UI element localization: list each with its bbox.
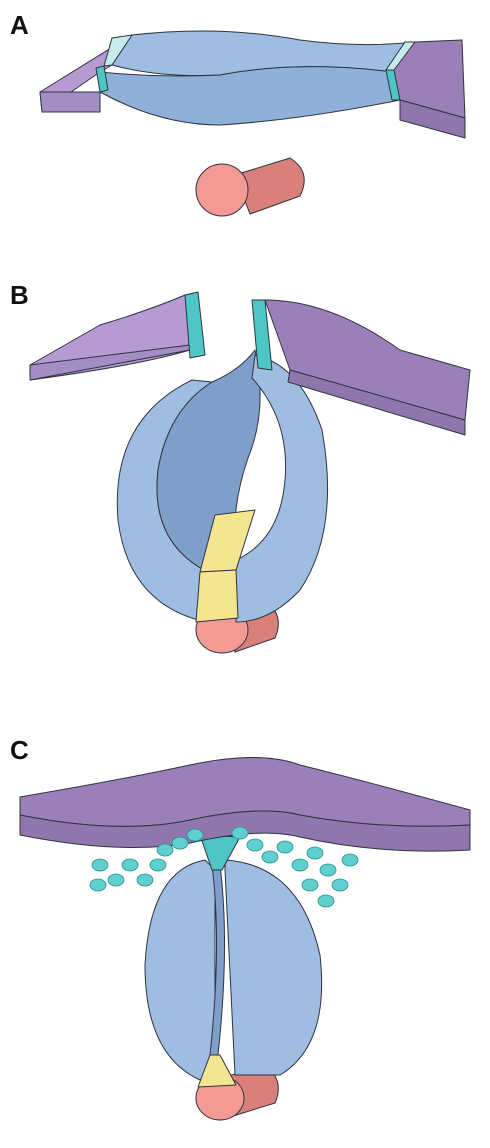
neural-crest-cell — [277, 841, 293, 853]
neural-crest-cell — [90, 879, 106, 891]
neural-crest-cell — [318, 895, 334, 907]
neural-crest-cell — [292, 859, 308, 871]
neural-crest-cell — [232, 827, 248, 839]
neural-tube-left — [145, 860, 215, 1080]
neural-crest-cell — [332, 879, 348, 891]
neural-plate-front — [100, 67, 400, 125]
neural-crest-cell — [92, 859, 108, 871]
neural-crest-cell — [157, 844, 173, 856]
notochord-end — [196, 164, 248, 216]
panel-c: C — [0, 725, 490, 1148]
neural-tube-diagram — [0, 725, 490, 1148]
panel-b: B — [0, 270, 490, 710]
epidermis-left-edge — [40, 92, 100, 112]
neural-crest-cell — [320, 864, 336, 876]
neural-crest-cell — [137, 874, 153, 886]
neural-crest-cell — [302, 879, 318, 891]
neural-crest-cell — [187, 829, 203, 841]
neural-crest-cell — [307, 847, 323, 859]
neural-crest-cell — [108, 874, 124, 886]
neural-plate-diagram — [0, 0, 490, 260]
neural-fold-diagram — [0, 270, 490, 710]
neural-tube-right — [225, 860, 322, 1075]
neural-crest-cell — [150, 859, 166, 871]
neural-crest-cell — [342, 854, 358, 866]
border-cells-left — [96, 66, 108, 92]
floor-plate-front — [196, 570, 238, 622]
neural-crest-cell — [122, 859, 138, 871]
neural-crest-cell — [172, 837, 188, 849]
neural-crest-cell — [247, 839, 263, 851]
panel-a: A — [0, 0, 490, 260]
neural-crest-cell — [262, 851, 278, 863]
